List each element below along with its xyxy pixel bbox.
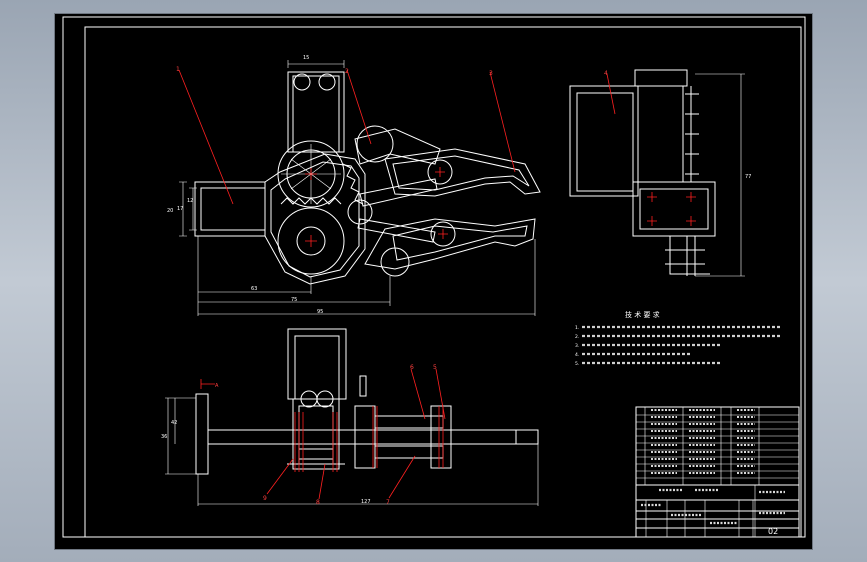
front-view: 15 20 17 12 63 75 95 1 2 3 [167,55,541,316]
side-view: 77 4 [569,69,751,277]
inner-border [84,26,802,538]
svg-text:7: 7 [386,499,390,506]
svg-text:5: 5 [433,364,437,371]
tech-requirements-title: 技 术 要 求 [625,310,660,319]
svg-text:95: 95 [317,309,323,315]
title-block: 02 [635,406,800,538]
svg-text:1.: 1. [575,325,579,331]
bottom-view: A 36 42 127 6 5 9 8 7 [161,328,539,506]
svg-text:4: 4 [604,70,608,77]
svg-text:17: 17 [177,206,183,212]
svg-text:15: 15 [303,55,309,61]
tech-requirements: 技 术 要 求 1. 2. 3. 4. 5. [575,310,780,367]
svg-text:5.: 5. [575,361,579,367]
svg-text:36: 36 [161,434,167,440]
svg-text:63: 63 [251,286,257,292]
svg-text:6: 6 [410,364,414,371]
svg-text:3: 3 [489,70,493,77]
cad-drawing: 15 20 17 12 63 75 95 1 2 3 77 4 技 术 要 [62,16,806,538]
svg-text:2.: 2. [575,334,579,340]
svg-text:A: A [215,383,219,389]
svg-text:3.: 3. [575,343,579,349]
svg-text:4.: 4. [575,352,579,358]
sheet-number: 02 [768,527,778,536]
svg-text:1: 1 [176,66,180,73]
svg-text:42: 42 [171,420,177,426]
svg-text:20: 20 [167,208,173,214]
svg-text:12: 12 [187,198,193,204]
svg-text:9: 9 [263,495,267,502]
svg-text:127: 127 [361,499,371,505]
svg-text:77: 77 [745,174,751,180]
svg-text:75: 75 [291,297,297,303]
svg-text:8: 8 [316,499,320,506]
drawing-sheet: 15 20 17 12 63 75 95 1 2 3 77 4 技 术 要 [55,14,812,549]
svg-text:2: 2 [345,68,349,75]
